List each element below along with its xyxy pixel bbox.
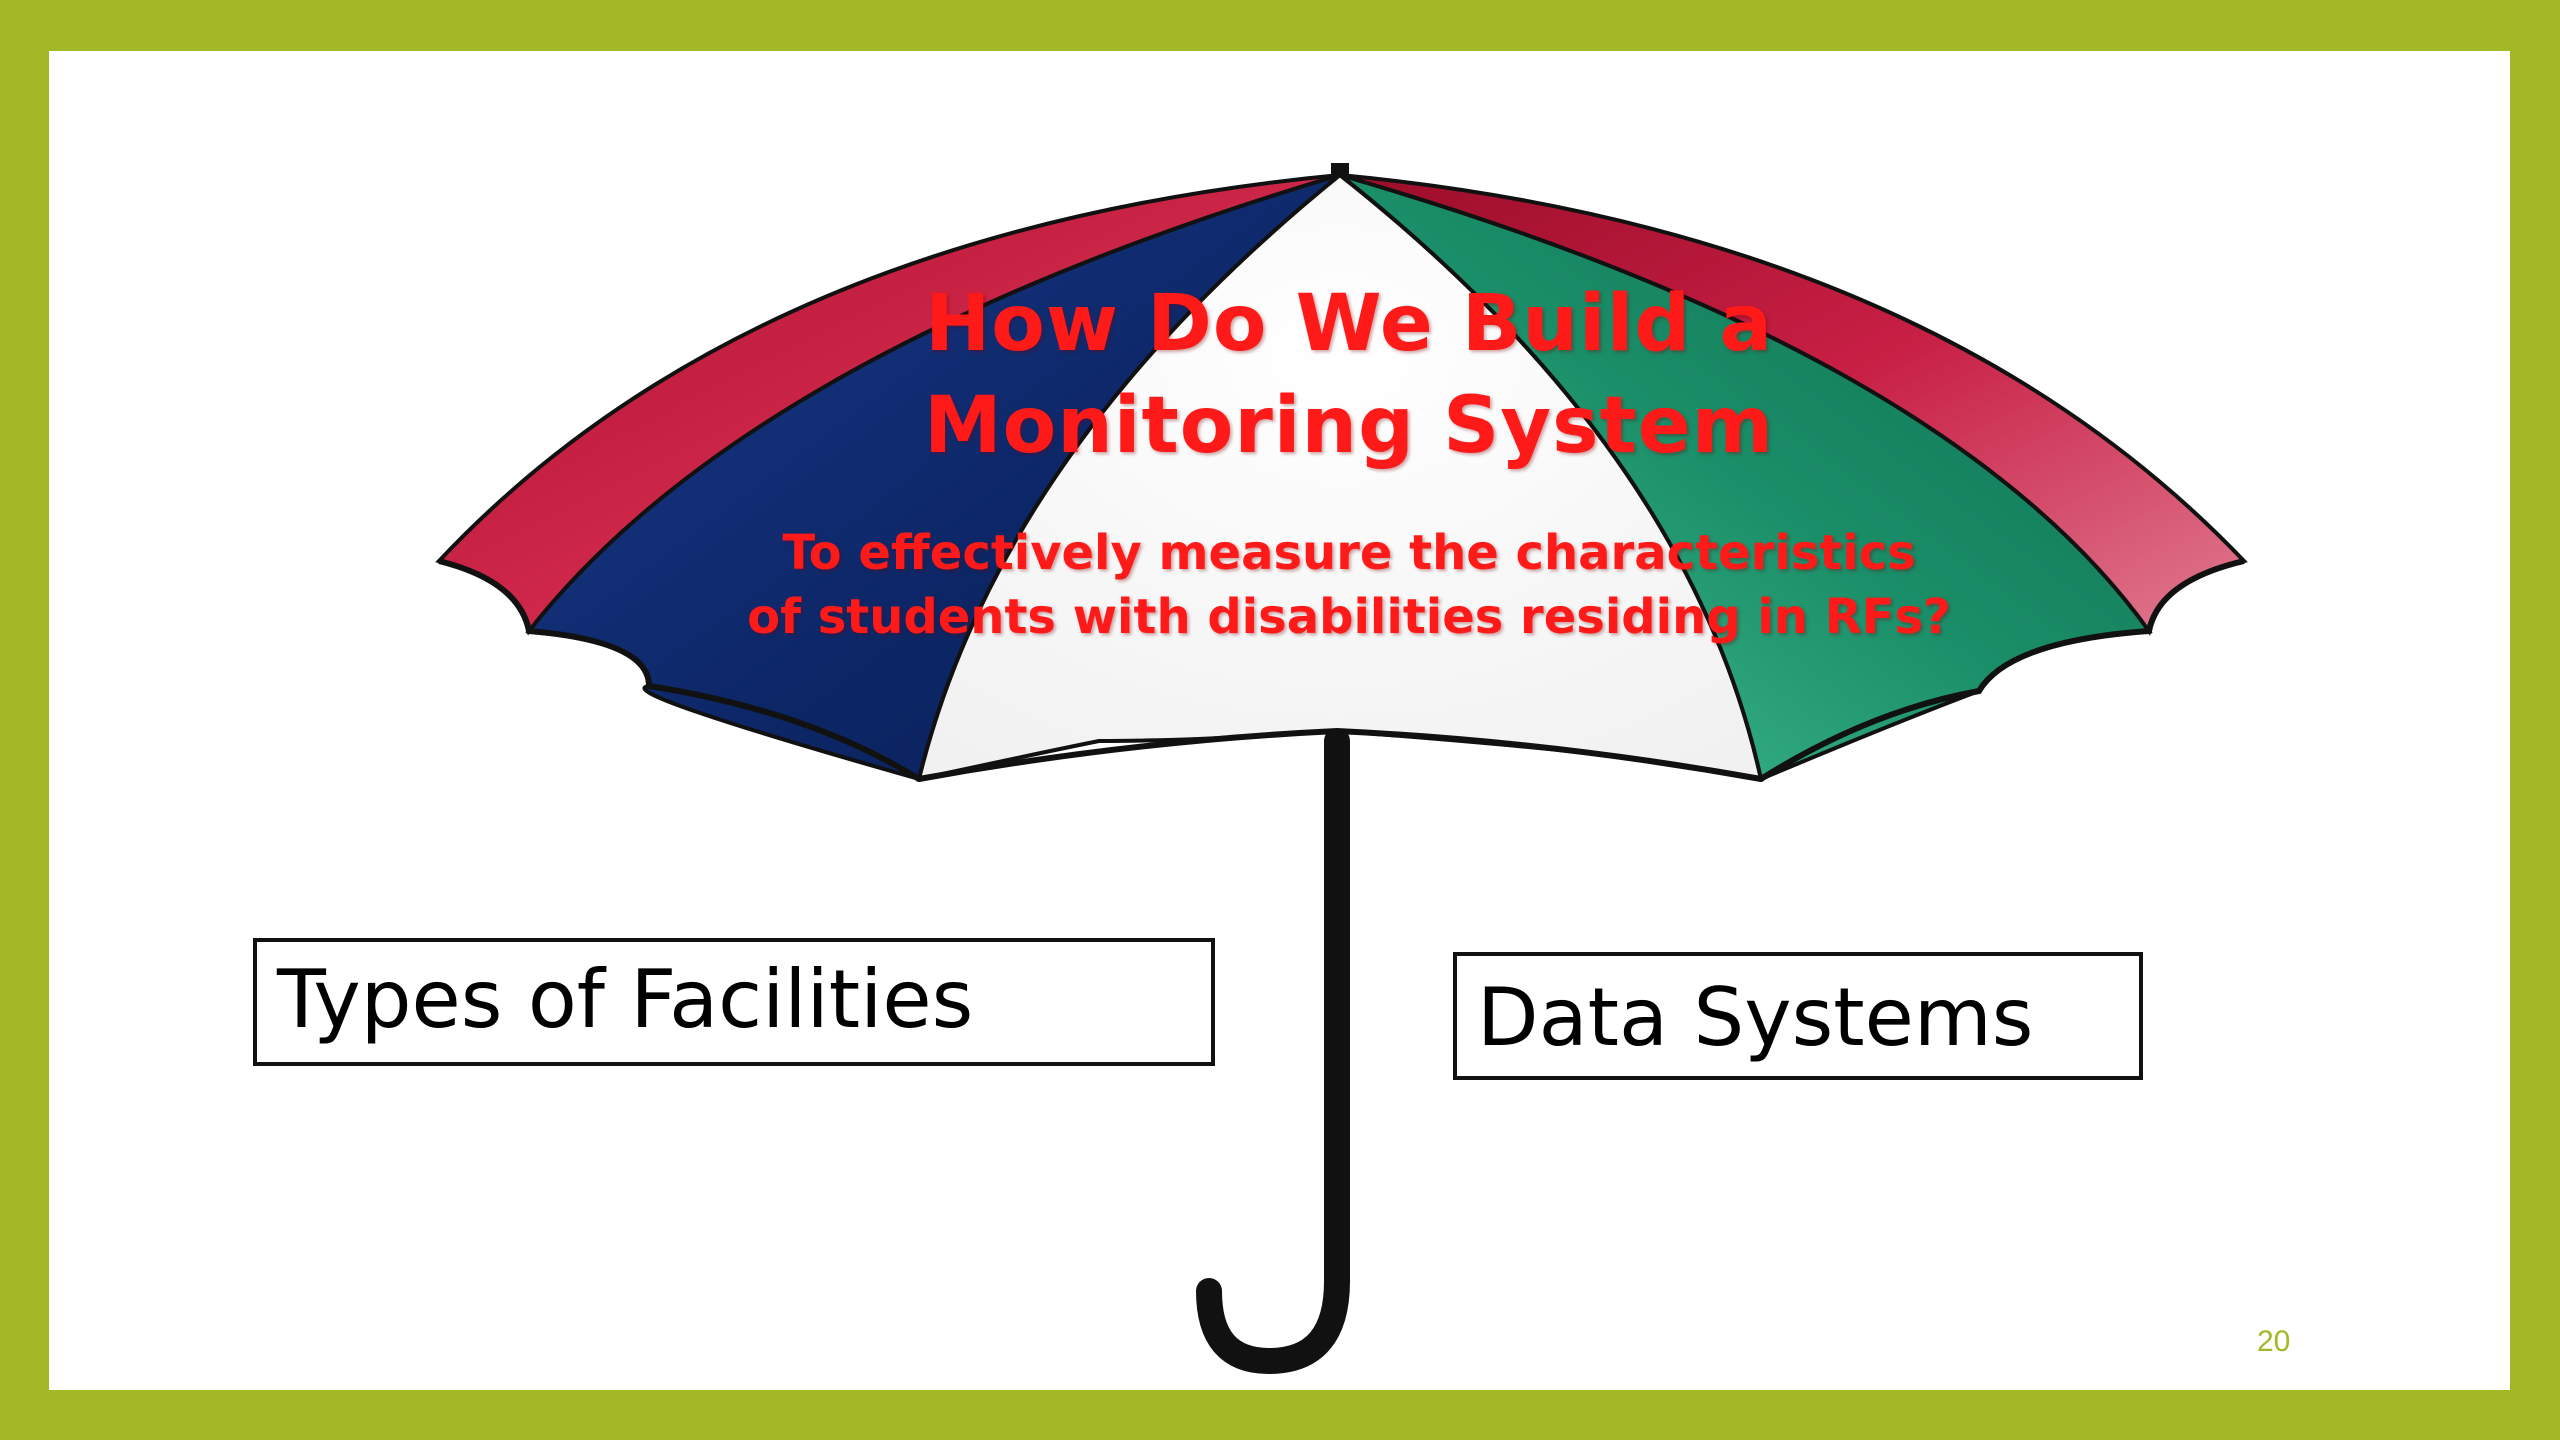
umbrella-illustration bbox=[435, 163, 2248, 1375]
data-systems-box: Data Systems bbox=[1453, 952, 2143, 1080]
slide: How Do We Build a Monitoring System To e… bbox=[49, 51, 2510, 1390]
data-systems-label: Data Systems bbox=[1477, 971, 2034, 1064]
umbrella-tip bbox=[1331, 163, 1349, 177]
slide-title-line-1: How Do We Build a bbox=[925, 279, 1773, 369]
umbrella-shaft bbox=[1196, 728, 1350, 1375]
slide-title-line-2: Monitoring System bbox=[924, 381, 1774, 471]
types-of-facilities-box: Types of Facilities bbox=[253, 938, 1215, 1066]
slide-subtitle-line-2: of students with disabilities residing i… bbox=[747, 589, 1951, 645]
slide-subtitle-line-1: To effectively measure the characteristi… bbox=[782, 525, 1916, 581]
page-number: 20 bbox=[2257, 1325, 2291, 1358]
umbrella-edge bbox=[438, 558, 2245, 783]
types-of-facilities-label: Types of Facilities bbox=[277, 953, 974, 1046]
